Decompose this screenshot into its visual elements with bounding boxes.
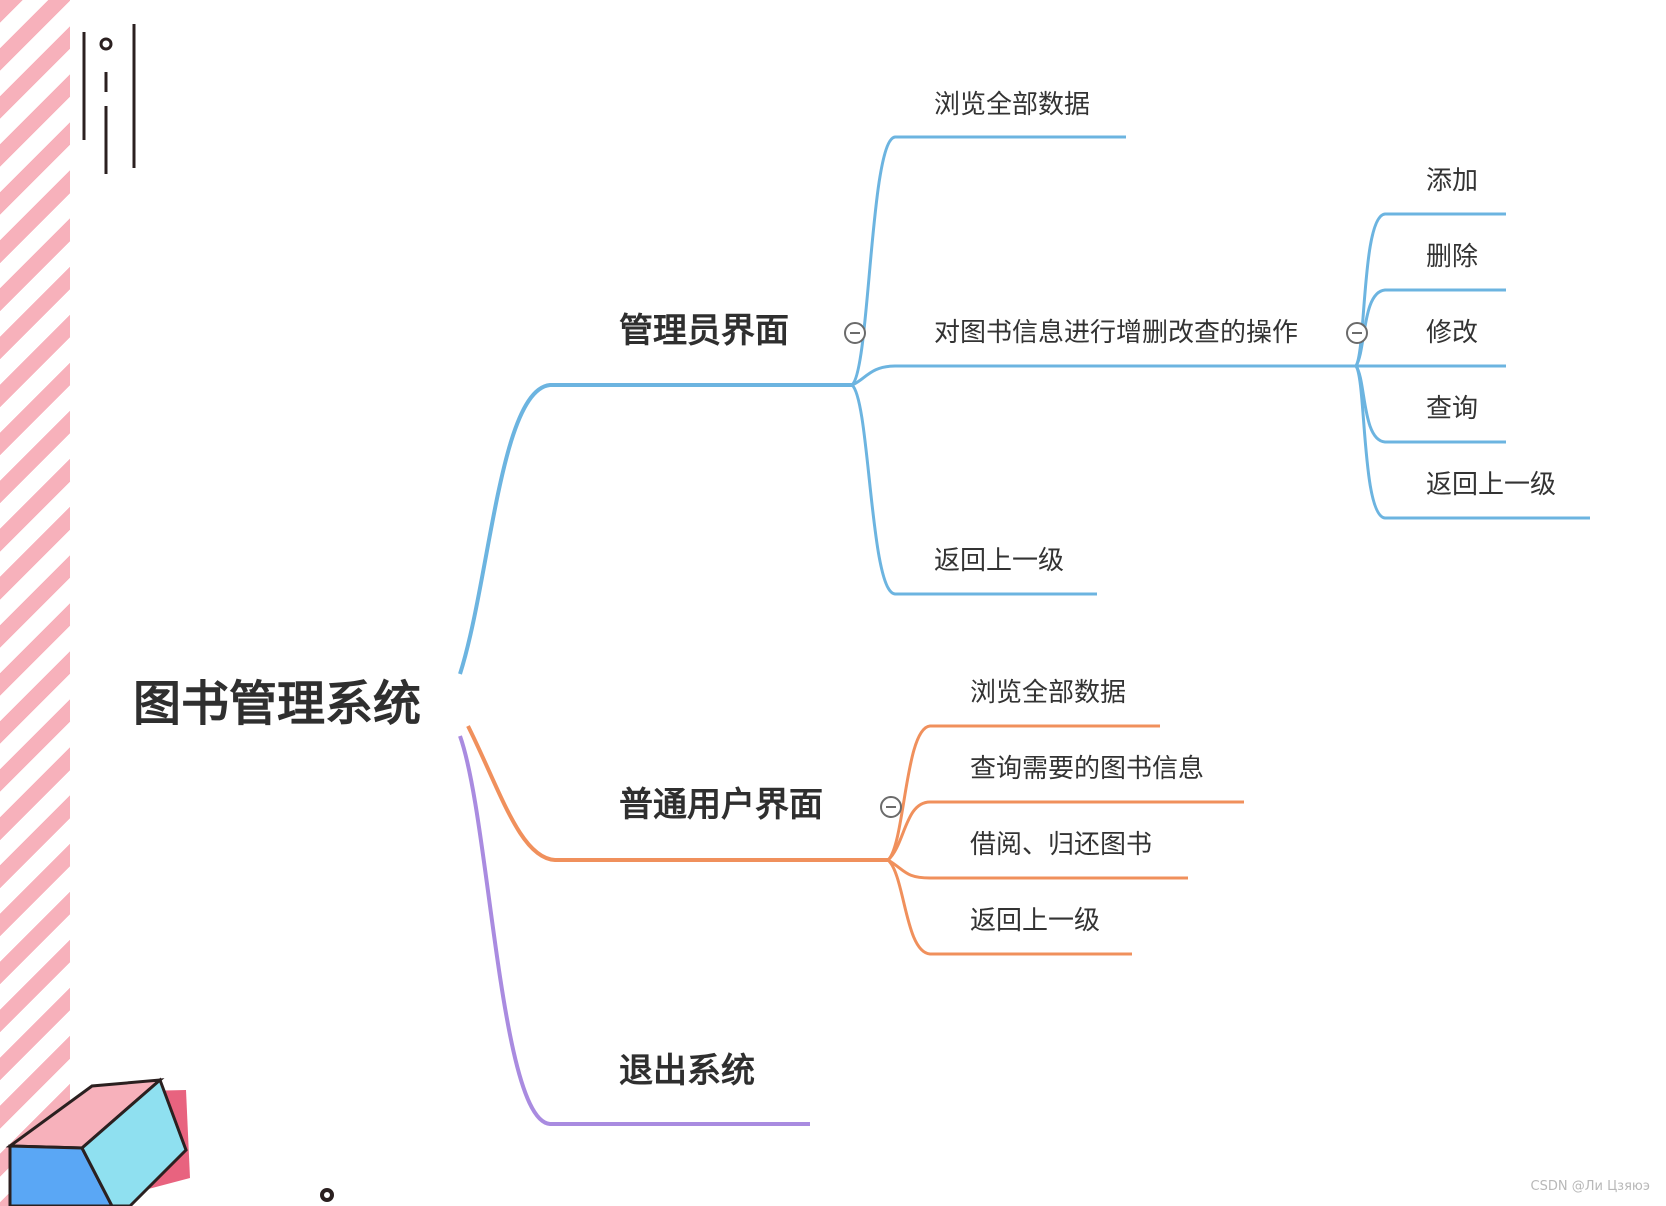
cube-icon [5, 1077, 190, 1206]
connector-user-query [886, 800, 1244, 862]
crud-delete-node[interactable]: 删除 [1426, 244, 1478, 270]
decorative-stripes [0, 0, 70, 1206]
admin-browse-label: 浏览全部数据 [934, 90, 1091, 120]
crud-modify-node[interactable]: 修改 [1426, 320, 1478, 346]
admin-crud-label: 对图书信息进行增删改查的操作 [934, 318, 1299, 348]
admin-crud-node[interactable]: 对图书信息进行增删改查的操作 [934, 320, 1298, 346]
user-borrow-label: 借阅、归还图书 [970, 830, 1153, 860]
branch-user-label: 普通用户界面 [619, 785, 823, 825]
collapse-icon[interactable] [844, 322, 866, 344]
connector-root-user [466, 725, 888, 862]
branch-user[interactable]: 普通用户界面 [619, 788, 823, 822]
admin-browse-node[interactable]: 浏览全部数据 [934, 92, 1090, 118]
vertical-lines-icon [82, 24, 136, 174]
root-label: 图书管理系统 [133, 676, 422, 732]
user-browse-label: 浏览全部数据 [970, 678, 1127, 708]
connector-root-exit [458, 735, 810, 1126]
crud-query-label: 查询 [1426, 394, 1479, 424]
branch-admin-label: 管理员界面 [619, 311, 789, 351]
crud-delete-label: 删除 [1426, 242, 1479, 272]
crud-add-label: 添加 [1426, 166, 1479, 196]
watermark: CSDN @Ли Цзяюэ [1530, 1179, 1650, 1194]
connector-crud-delete [1354, 288, 1506, 367]
branch-admin[interactable]: 管理员界面 [619, 314, 789, 348]
crud-back-node[interactable]: 返回上一级 [1426, 472, 1556, 498]
collapse-icon[interactable] [1346, 322, 1368, 344]
user-query-node[interactable]: 查询需要的图书信息 [970, 756, 1204, 782]
connector-admin-browse [850, 135, 1126, 387]
connector-user-browse [886, 724, 1160, 862]
crud-back-label: 返回上一级 [1426, 470, 1557, 500]
crud-query-node[interactable]: 查询 [1426, 396, 1478, 422]
root-node[interactable]: 图书管理系统 [133, 680, 421, 728]
branch-exit[interactable]: 退出系统 [619, 1054, 755, 1088]
branch-exit-label: 退出系统 [619, 1051, 755, 1091]
crud-add-node[interactable]: 添加 [1426, 168, 1478, 194]
connector-root-admin [458, 383, 852, 675]
connector-user-borrow [887, 858, 1188, 880]
user-back-label: 返回上一级 [970, 906, 1101, 936]
admin-back-label: 返回上一级 [934, 546, 1065, 576]
admin-back-node[interactable]: 返回上一级 [934, 548, 1064, 574]
connector-crud-back [1354, 365, 1590, 520]
crud-modify-label: 修改 [1426, 318, 1479, 348]
ring-icon [320, 1188, 334, 1202]
user-back-node[interactable]: 返回上一级 [970, 908, 1100, 934]
user-query-label: 查询需要的图书信息 [970, 754, 1205, 784]
connector-user-back [886, 858, 1132, 956]
user-borrow-node[interactable]: 借阅、归还图书 [970, 832, 1152, 858]
user-browse-node[interactable]: 浏览全部数据 [970, 680, 1126, 706]
connector-admin-crud [851, 364, 1356, 387]
collapse-icon[interactable] [880, 796, 902, 818]
connector-admin-back [850, 383, 1097, 596]
